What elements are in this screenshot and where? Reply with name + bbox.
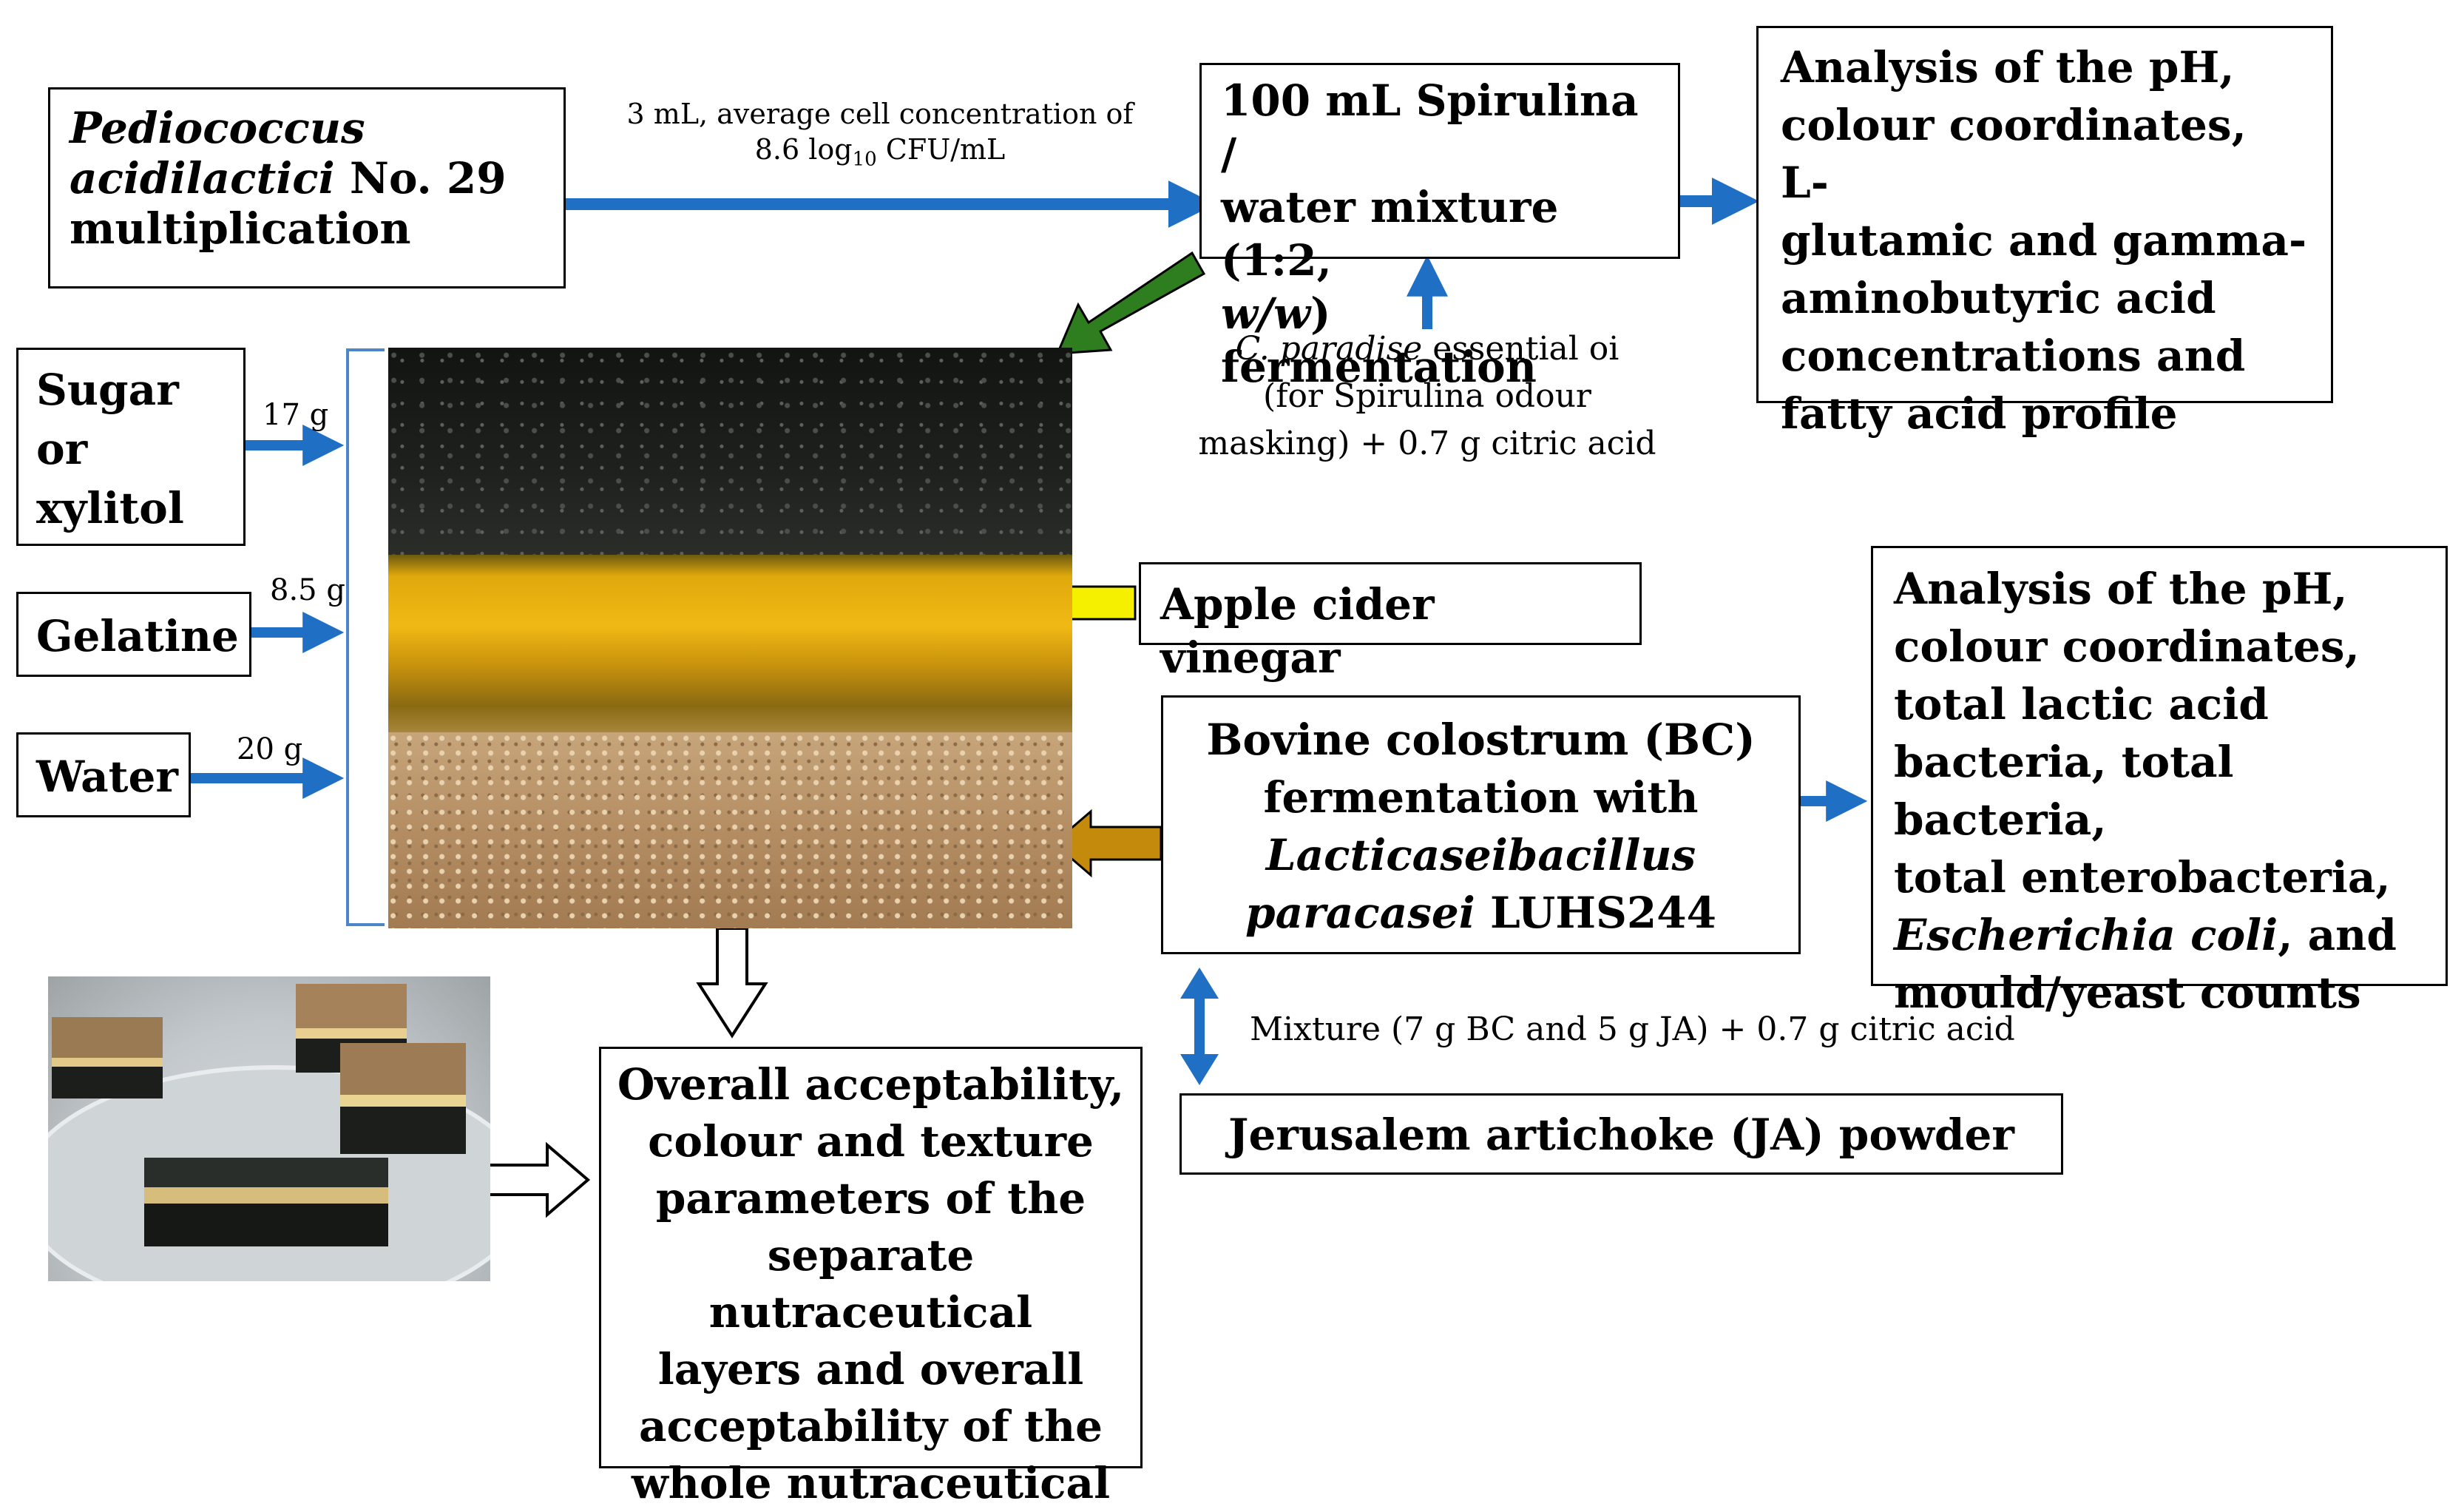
essential-line-3: masking) + 0.7 g citric acid <box>1198 425 1656 462</box>
white-down-arrow <box>696 927 768 1039</box>
pediococcus-box: Pediococcus acidilactici No. 29 multipli… <box>48 87 566 288</box>
gelatine-amount: 8.5 g <box>270 573 345 607</box>
colostrum-line-4: paracasei LUHS244 <box>1245 888 1716 938</box>
gummy-3 <box>340 1043 466 1154</box>
vinegar-layer <box>388 555 1072 732</box>
analysis-top-line-6: fatty acid profile <box>1781 388 2178 439</box>
overall-line-4: separate nutraceutical <box>708 1230 1033 1337</box>
analysis-right-line-7: mould/yeast counts <box>1894 968 2361 1018</box>
spirulina-line-2: water mixture (1:2, <box>1221 182 1559 286</box>
pediococcus-multiplication: multiplication <box>70 203 411 254</box>
inoculum-label: 3 mL, average cell concentration of 8.6 … <box>584 96 1176 178</box>
spirulina-layer <box>388 348 1072 555</box>
analysis-right-line-5: total enterobacteria, <box>1894 852 2391 902</box>
analysis-right-line-4: bacteria, total bacteria, <box>1894 737 2234 845</box>
sugar-box: Sugar or xylitol <box>16 348 246 546</box>
analysis-right-box: Analysis of the pH, colour coordinates, … <box>1871 546 2448 1018</box>
water-amount: 20 g <box>237 732 303 766</box>
overall-line-7: whole nutraceutical <box>631 1458 1111 1508</box>
analysis-top-box: Analysis of the pH, colour coordinates, … <box>1756 26 2333 439</box>
overall-line-3: parameters of the <box>655 1173 1086 1224</box>
colostrum-layer <box>388 732 1072 928</box>
overall-line-1: Overall acceptability, <box>617 1059 1125 1110</box>
jerusalem-artichoke-box: Jerusalem artichoke (JA) powder <box>1179 1093 2063 1175</box>
sugar-amount: 17 g <box>263 398 329 432</box>
analysis-top-line-1: Analysis of the pH, <box>1781 42 2235 92</box>
overall-line-5: layers and overall <box>657 1344 1084 1394</box>
water-label: Water <box>36 752 178 802</box>
spirulina-box: 100 mL Spirulina / water mixture (1:2, w… <box>1199 63 1680 392</box>
analysis-right-line-2: colour coordinates, <box>1894 621 2360 672</box>
analysis-right-line-6: Escherichia coli, and <box>1894 910 2397 960</box>
analysis-right-line-3: total lactic acid <box>1894 679 2269 729</box>
spirulina-line-1: 100 mL Spirulina / <box>1221 75 1639 179</box>
double-arrow-top-head <box>1180 968 1219 999</box>
nutraceutical-gummies-photo <box>48 976 490 1281</box>
colostrum-line-3: Lacticaseibacillus <box>1265 830 1696 880</box>
double-arrow-bottom-head <box>1180 1054 1219 1085</box>
analysis-top-line-3: glutamic and gamma- <box>1781 215 2307 266</box>
pediococcus-species: acidilactici <box>70 153 335 203</box>
mixture-label: Mixture (7 g BC and 5 g JA) + 0.7 g citr… <box>1250 1010 2015 1048</box>
layered-nutraceutical-photo <box>388 348 1072 928</box>
gummy-4 <box>144 1158 388 1246</box>
apple-cider-vinegar-box: Apple cider vinegar <box>1139 562 1642 683</box>
colostrum-line-1: Bovine colostrum (BC) <box>1206 715 1756 765</box>
spirulina-line-3: w/w) fermentation <box>1221 288 1537 392</box>
sugar-line-1: Sugar <box>36 365 179 415</box>
analysis-top-line-5: concentrations and <box>1781 331 2246 381</box>
white-right-arrow <box>487 1141 591 1218</box>
overall-line-6: acceptability of the <box>638 1401 1103 1451</box>
inoculum-line-2: 8.6 log10 CFU/mL <box>754 133 1006 171</box>
analysis-top-line-4: aminobutyric acid <box>1781 273 2216 323</box>
sugar-line-3: xylitol <box>36 483 184 533</box>
gelatine-label: Gelatine <box>36 611 239 661</box>
overall-line-2: colour and texture <box>648 1116 1094 1167</box>
pediococcus-genus: Pediococcus <box>70 103 365 153</box>
gelatine-box: Gelatine <box>16 592 251 677</box>
inoculum-line-1: 3 mL, average cell concentration of <box>626 98 1134 130</box>
colostrum-box: Bovine colostrum (BC) fermentation with … <box>1161 695 1801 954</box>
gummy-1 <box>52 1017 163 1098</box>
green-arrow <box>1055 251 1206 355</box>
colostrum-line-2: fermentation with <box>1263 772 1699 823</box>
essential-line-1: C. paradise essential oi <box>1235 330 1619 368</box>
analysis-right-line-1: Analysis of the pH, <box>1894 564 2348 614</box>
jerusalem-artichoke-label: Jerusalem artichoke (JA) powder <box>1228 1110 2014 1160</box>
essential-line-2: (for Spirulina odour <box>1263 377 1591 415</box>
overall-acceptability-box: Overall acceptability, colour and textur… <box>599 1047 1143 1508</box>
apple-cider-vinegar-label: Apple cider vinegar <box>1160 579 1435 683</box>
analysis-top-line-2: colour coordinates, L- <box>1781 100 2247 208</box>
essential-oil-label: C. paradise essential oi (for Spirulina … <box>1161 325 1693 468</box>
water-box: Water <box>16 732 191 817</box>
ingredients-bracket <box>346 348 385 926</box>
pediococcus-strain: No. 29 <box>334 153 507 203</box>
sugar-line-2: or <box>36 424 88 474</box>
